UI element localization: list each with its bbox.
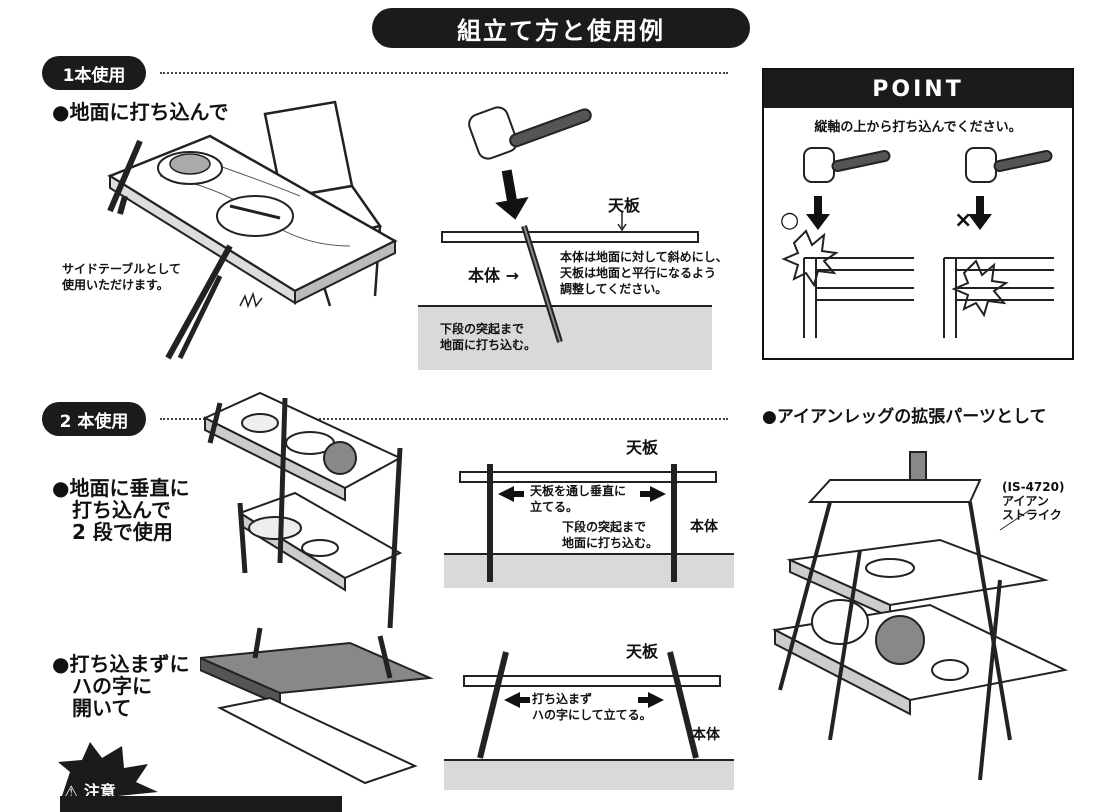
part-label-3: ストライク <box>1002 508 1062 522</box>
iron-leg-rack-illustration <box>771 451 1069 781</box>
part-label-2: アイアン <box>1002 494 1049 508</box>
label-tabletop: 天板 <box>608 196 641 215</box>
arrow-note-3: 打ち込まず <box>532 692 593 706</box>
heading-vertical-3: 2 段で使用 <box>72 520 173 544</box>
heading-iron-leg: ●アイアンレッグの拡張パーツとして <box>762 407 1047 427</box>
heading-vertical-2: 打ち込んで <box>72 498 171 522</box>
point-header: POINT <box>764 70 1072 108</box>
ng-mark: × <box>954 208 973 233</box>
warning-burst <box>58 742 158 802</box>
section-pill-two: 2 本使用 <box>42 402 146 436</box>
heading-vertical-1: ●地面に垂直に <box>52 476 190 500</box>
ground-note-line2: 地面に打ち込む。 <box>440 338 537 352</box>
heading-ground-stake: ●地面に打ち込んで <box>52 100 229 124</box>
ground-note-line1: 下段の突起まで <box>440 322 525 336</box>
ok-mark: ○ <box>780 208 800 233</box>
label-tabletop-2a: 天板 <box>626 438 659 457</box>
page-title: 組立て方と使用例 <box>372 8 750 48</box>
heading-splayed-1: ●打ち込まずに <box>52 652 190 676</box>
side-table-illustration <box>107 100 398 360</box>
warning-box <box>60 796 342 812</box>
label-main-body-2a: 本体 <box>690 519 718 535</box>
side-note-line2: 使用いただけます。 <box>62 278 169 292</box>
heading-splayed-3: 開いて <box>72 696 132 720</box>
vertical-stake-diagram <box>444 464 734 588</box>
section-pill-one: 1本使用 <box>42 56 146 90</box>
stake-diagram <box>418 106 712 370</box>
label-main-body: 本体 → <box>468 266 519 285</box>
two-tier-table-illustration <box>200 391 434 785</box>
angle-note-line1: 本体は地面に対して斜めにし、 <box>560 250 728 264</box>
part-label-1: (IS-4720) <box>1002 480 1065 494</box>
ground-note-2a-2: 地面に打ち込む。 <box>562 536 659 550</box>
label-main-body-2b: 本体 <box>692 727 720 743</box>
angle-note-line2: 天板は地面と平行になるよう <box>560 266 717 280</box>
ground-note-2a-1: 下段の突起まで <box>562 520 647 534</box>
side-note-line1: サイドテーブルとして <box>62 262 181 276</box>
dotted-divider-2 <box>160 418 728 420</box>
arrow-note-4: ハの字にして立てる。 <box>532 708 652 722</box>
splayed-leg-diagram <box>444 651 734 790</box>
angle-note-line3: 調整してください。 <box>560 282 668 296</box>
heading-splayed-2: ハの字に <box>72 674 152 698</box>
arrow-note-2: 立てる。 <box>530 500 579 514</box>
dotted-divider <box>160 72 728 74</box>
point-comparison-illustration <box>781 147 1054 338</box>
point-box: POINT 縦軸の上から打ち込んでください。 ○ × <box>762 68 1074 360</box>
label-tabletop-2b: 天板 <box>626 642 659 661</box>
arrow-note-1: 天板を通し垂直に <box>530 484 627 498</box>
point-instruction: 縦軸の上から打ち込んでください。 <box>814 120 1022 135</box>
